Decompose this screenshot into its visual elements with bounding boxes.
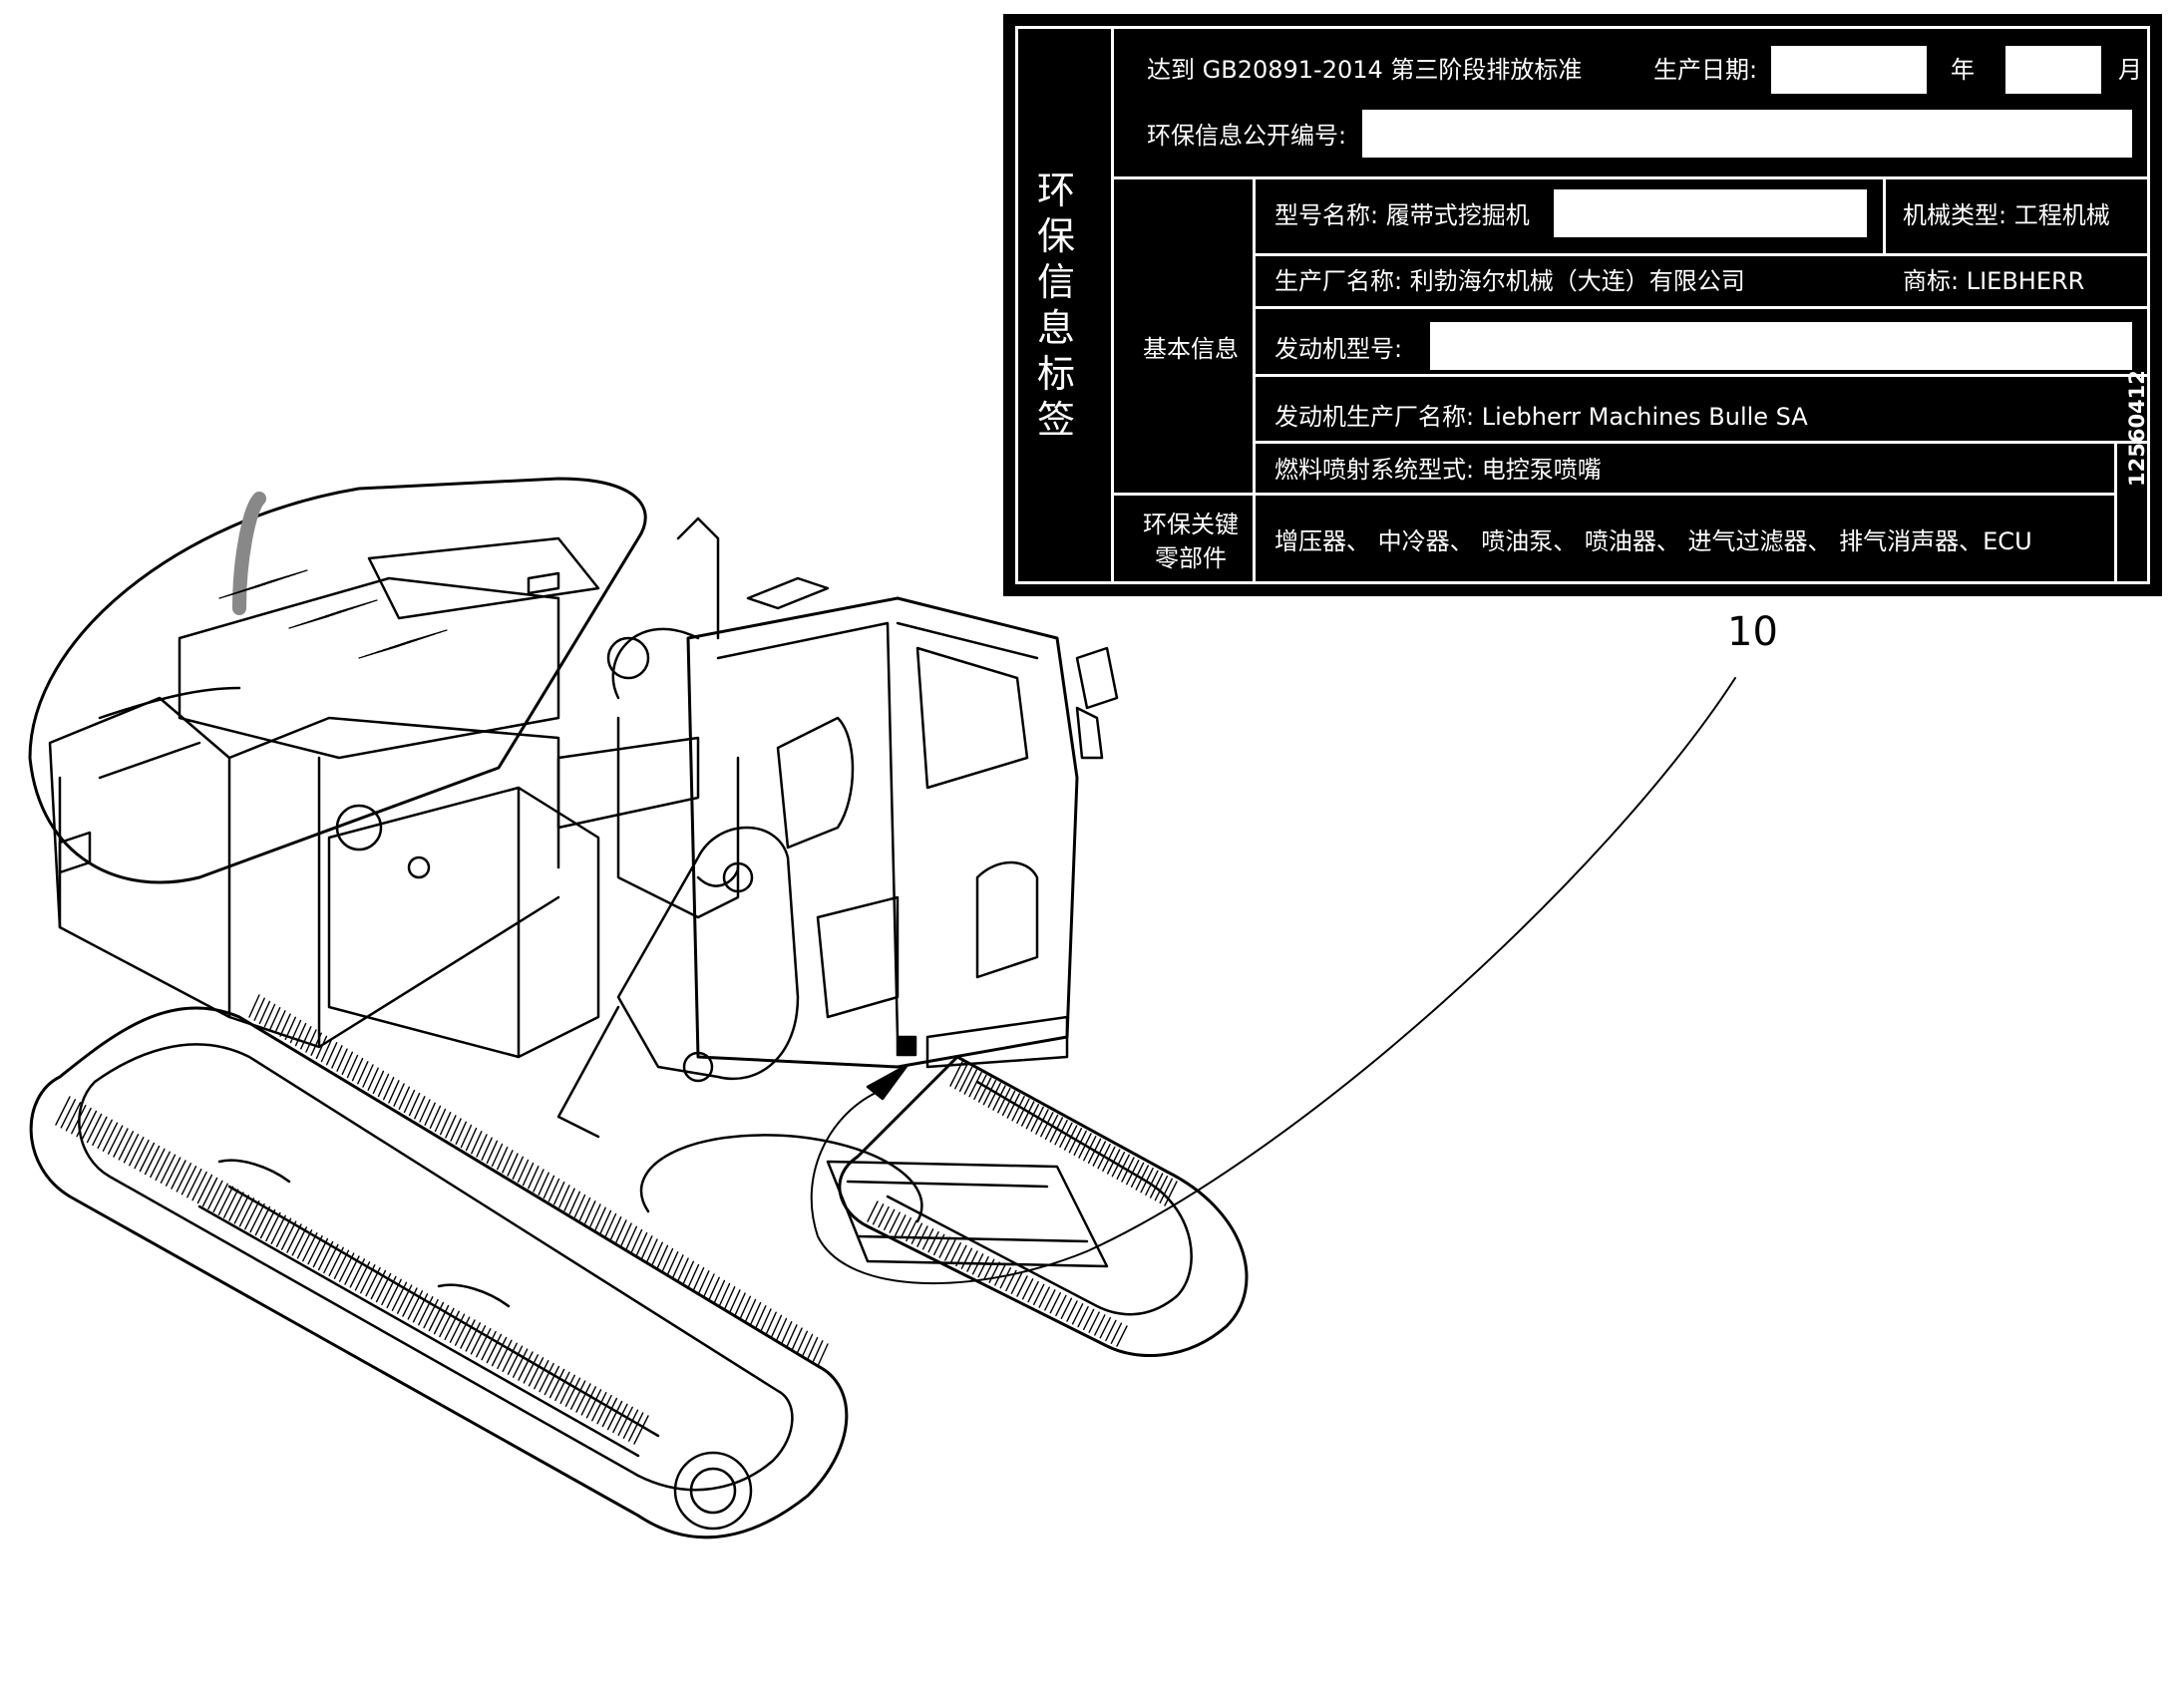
manufacturer-text: 生产厂名称: 利勃海尔机械（大连）有限公司 bbox=[1274, 267, 1745, 295]
upper-carriage bbox=[28, 477, 647, 1049]
info-number-label: 环保信息公开编号: bbox=[1147, 122, 1347, 150]
document-code: 12560412 bbox=[2125, 370, 2149, 487]
brand-text: 商标: LIEBHERR bbox=[1903, 267, 2085, 295]
left-crawler-track bbox=[29, 994, 849, 1539]
key-parts-text: 增压器、 中冷器、 喷油泵、 喷油器、 进气过滤器、 排气消声器、ECU bbox=[1274, 527, 2032, 555]
undercarriage bbox=[640, 1134, 1109, 1268]
right-crawler-track bbox=[838, 1055, 1249, 1357]
model-name-field bbox=[1554, 189, 1867, 237]
emission-info-label: 环保信息标签 达到 GB20891-2014 第三阶段排放标准 生产日期: 年 … bbox=[1003, 14, 2162, 596]
emission-standard-text: 达到 GB20891-2014 第三阶段排放标准 bbox=[1147, 56, 1583, 84]
label-vertical-title: 环保信息标签 bbox=[1036, 169, 1075, 442]
month-unit: 月 bbox=[2118, 56, 2142, 84]
production-month-field bbox=[2005, 46, 2101, 94]
operator-cab bbox=[686, 576, 1119, 1069]
machine-type-text: 机械类型: 工程机械 bbox=[1903, 201, 2110, 229]
engine-hood bbox=[178, 492, 600, 760]
engine-model-field bbox=[1430, 322, 2132, 370]
model-name-label: 型号名称: 履带式挖掘机 bbox=[1274, 201, 1530, 229]
cab-and-tank bbox=[327, 516, 740, 1059]
boom-foot bbox=[556, 826, 800, 1139]
year-unit: 年 bbox=[1951, 56, 1975, 84]
production-date-label: 生产日期: bbox=[1653, 56, 1758, 84]
fuel-injection-text: 燃料喷射系统型式: 电控泵喷嘴 bbox=[1274, 456, 1602, 484]
engine-manufacturer-text: 发动机生产厂名称: Liebherr Machines Bulle SA bbox=[1274, 403, 1808, 431]
label-border bbox=[1015, 26, 2150, 584]
idler-wheel bbox=[673, 1451, 753, 1531]
key-parts-heading-line1: 环保关键 bbox=[1143, 511, 1239, 538]
info-number-field bbox=[1362, 110, 2132, 158]
basic-info-heading: 基本信息 bbox=[1143, 335, 1239, 363]
engine-model-label: 发动机型号: bbox=[1274, 335, 1403, 363]
key-parts-heading-line2: 零部件 bbox=[1155, 544, 1227, 572]
callout-leader bbox=[810, 677, 1736, 1285]
production-year-field bbox=[1771, 46, 1927, 94]
callout-number: 10 bbox=[1727, 609, 1778, 655]
